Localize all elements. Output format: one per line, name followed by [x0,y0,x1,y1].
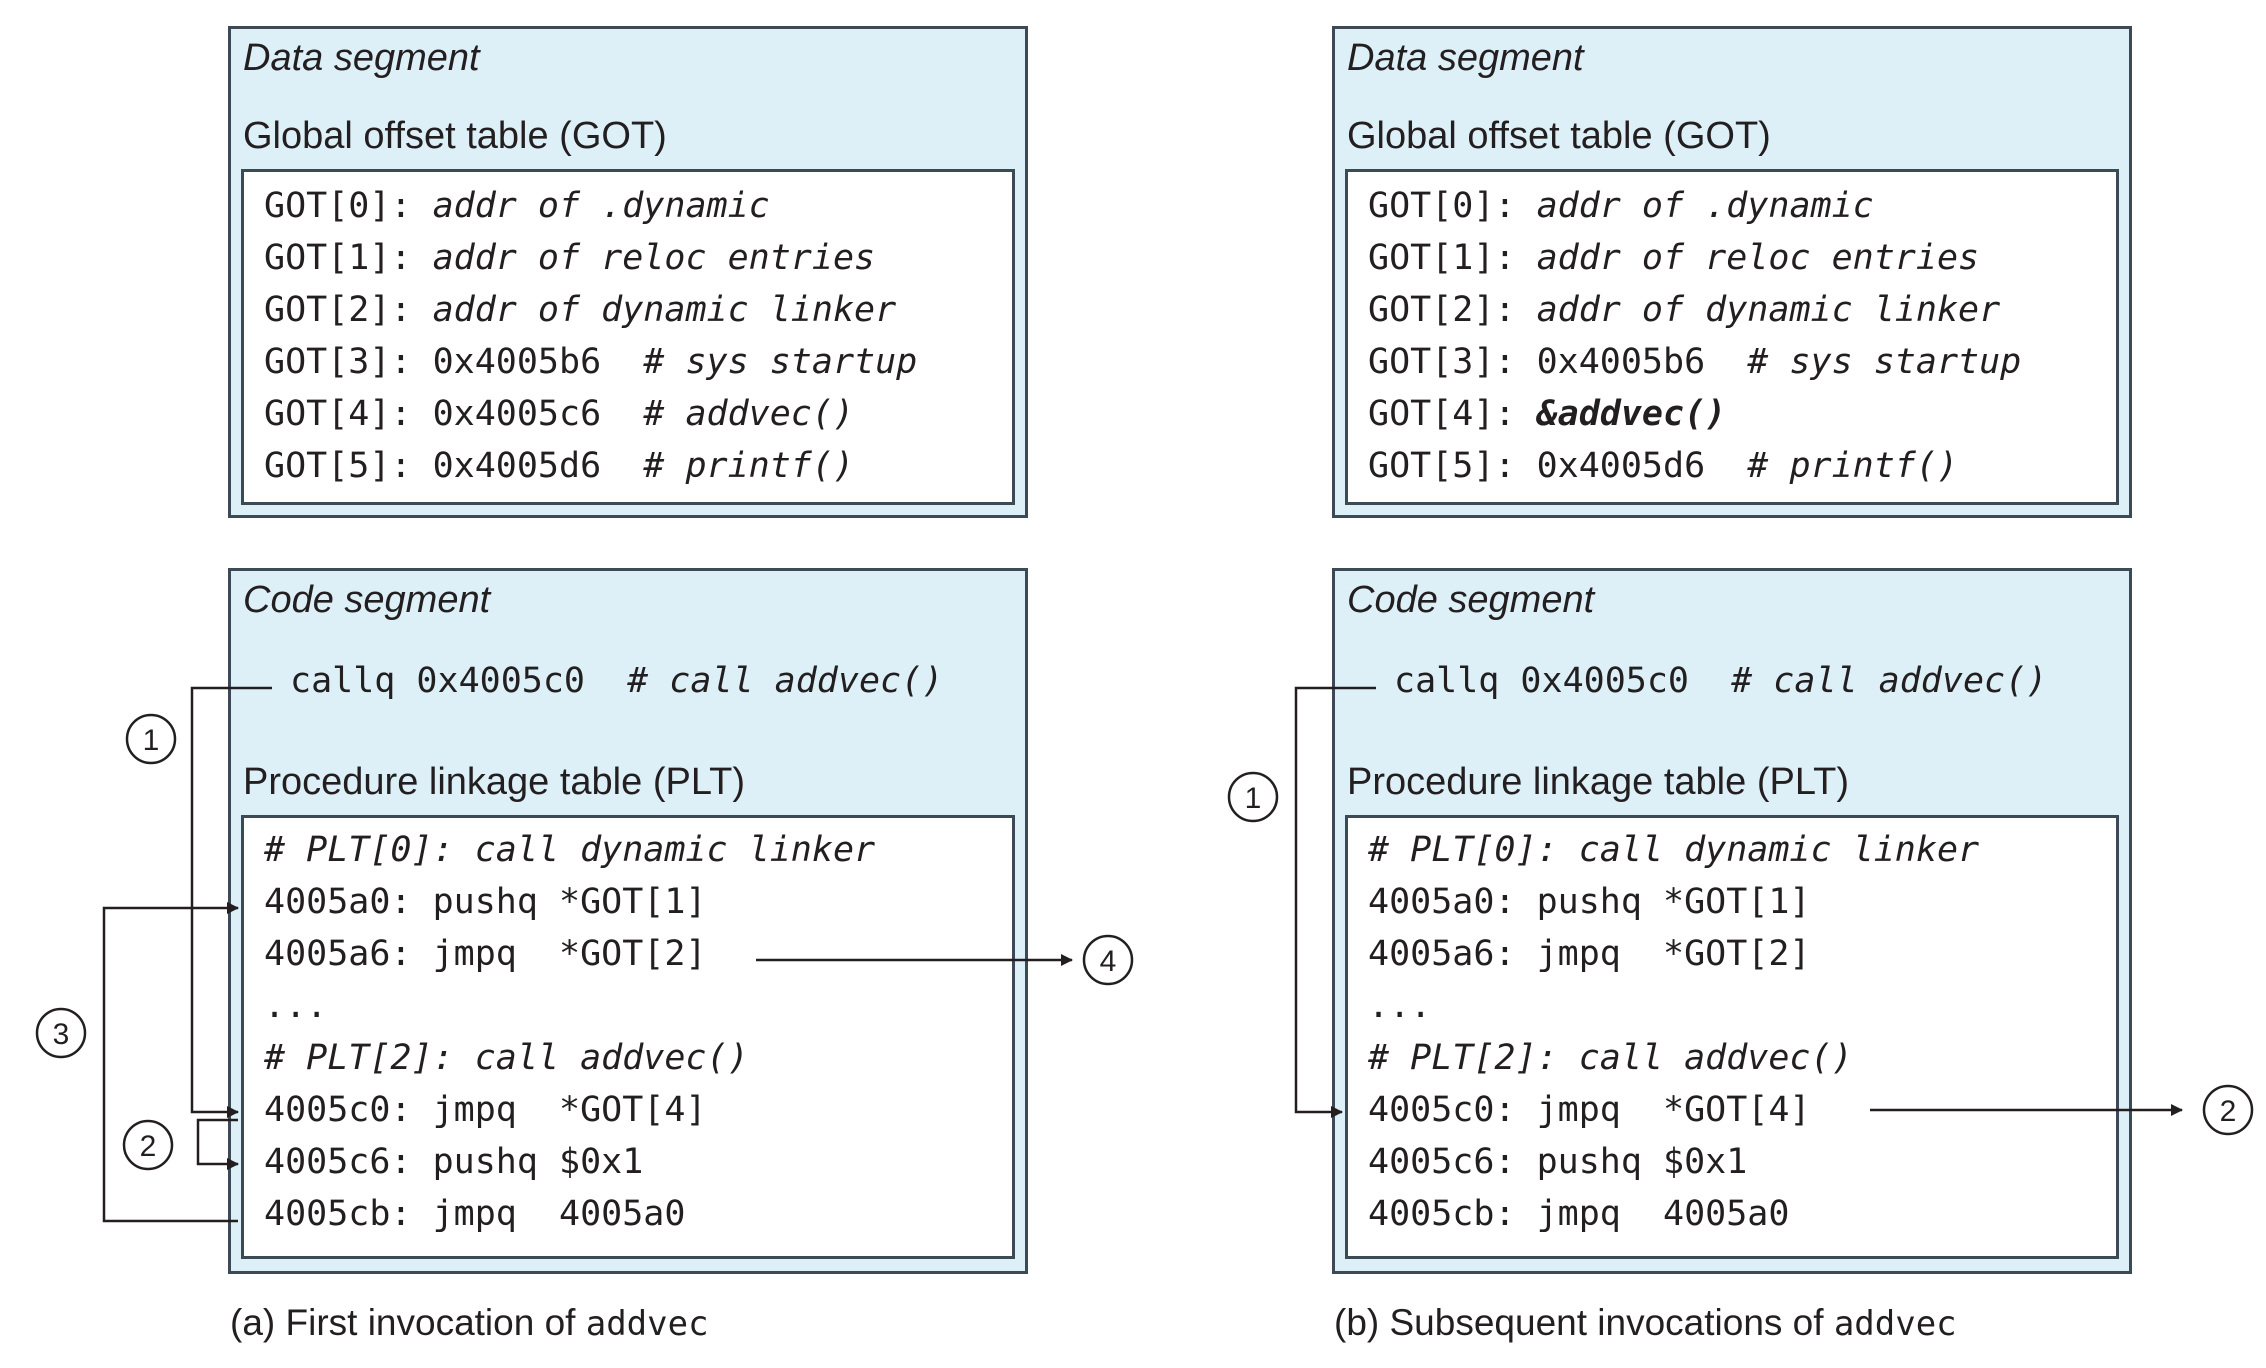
svg-text:4: 4 [1100,945,1117,978]
plt-line-6: 4005c6: pushq $0x1 [1368,1142,1748,1182]
step-badge-b-2: 2 [2202,1084,2254,1136]
code-segment-title: Code segment [1347,579,1595,621]
data-segment-title: Data segment [243,37,480,79]
plt-line-7: 4005cb: jmpq 4005a0 [264,1194,686,1234]
arrow-a-step-3 [102,902,239,1223]
step-badge-a-2: 2 [122,1119,174,1171]
plt-line-0: # PLT[0]: call dynamic linker [1368,830,1980,870]
got-table: GOT[0]: addr of .dynamic GOT[1]: addr of… [241,169,1015,505]
plt-line-2: 4005a6: jmpq *GOT[2] [264,934,707,974]
caption-b: (b) Subsequent invocations of addvec [1334,1302,1957,1344]
step-badge-a-3: 3 [35,1007,87,1059]
plt-title: Procedure linkage table (PLT) [1347,761,1849,803]
plt-line-5: 4005c0: jmpq *GOT[4] [1368,1090,1811,1130]
caption-a: (a) First invocation of addvec [230,1302,709,1344]
panel-a-data-segment: Data segment Global offset table (GOT) G… [228,26,1028,518]
got-entry-0: GOT[0]: addr of .dynamic [1368,186,1874,226]
plt-line-1: 4005a0: pushq *GOT[1] [1368,882,1811,922]
step-badge-a-4: 4 [1082,934,1134,986]
data-segment-title: Data segment [1347,37,1584,79]
got-entry-3: GOT[3]: 0x4005b6 # sys startup [264,342,918,382]
got-entry-1: GOT[1]: addr of reloc entries [264,238,876,278]
plt-line-1: 4005a0: pushq *GOT[1] [264,882,707,922]
got-table: GOT[0]: addr of .dynamic GOT[1]: addr of… [1345,169,2119,505]
got-entry-3: GOT[3]: 0x4005b6 # sys startup [1368,342,2022,382]
arrow-a-step-2 [196,1118,239,1170]
got-entry-2: GOT[2]: addr of dynamic linker [1368,290,2001,330]
plt-line-5: 4005c0: jmpq *GOT[4] [264,1090,707,1130]
got-entry-2: GOT[2]: addr of dynamic linker [264,290,897,330]
step-badge-a-1: 1 [125,713,177,765]
step-badge-b-1: 1 [1227,771,1279,823]
arrow-a-step-1 [190,686,272,1118]
svg-text:1: 1 [143,724,160,757]
got-entry-4: GOT[4]: 0x4005c6 # addvec() [264,394,855,434]
svg-text:3: 3 [53,1018,70,1051]
plt-title: Procedure linkage table (PLT) [243,761,745,803]
plt-table: # PLT[0]: call dynamic linker 4005a0: pu… [241,815,1015,1259]
plt-line-6: 4005c6: pushq $0x1 [264,1142,644,1182]
callq-instruction: callq 0x4005c0 # call addvec() [1394,661,2048,701]
got-entry-5: GOT[5]: 0x4005d6 # printf() [1368,446,1959,486]
got-entry-5: GOT[5]: 0x4005d6 # printf() [264,446,855,486]
callq-instruction: callq 0x4005c0 # call addvec() [290,661,944,701]
svg-text:1: 1 [1245,782,1262,815]
got-title: Global offset table (GOT) [243,115,667,157]
got-entry-0: GOT[0]: addr of .dynamic [264,186,770,226]
plt-line-3: ... [264,986,328,1026]
got-entry-1: GOT[1]: addr of reloc entries [1368,238,1980,278]
plt-line-2: 4005a6: jmpq *GOT[2] [1368,934,1811,974]
panel-b-code-segment: Code segment callq 0x4005c0 # call addve… [1332,568,2132,1274]
plt-line-3: ... [1368,986,1432,1026]
panel-a-code-segment: Code segment callq 0x4005c0 # call addve… [228,568,1028,1274]
plt-table: # PLT[0]: call dynamic linker 4005a0: pu… [1345,815,2119,1259]
panel-b-data-segment: Data segment Global offset table (GOT) G… [1332,26,2132,518]
got-entry-4: GOT[4]: &addvec() [1368,394,1727,434]
code-segment-title: Code segment [243,579,491,621]
plt-line-7: 4005cb: jmpq 4005a0 [1368,1194,1790,1234]
svg-text:2: 2 [140,1130,157,1163]
plt-line-4: # PLT[2]: call addvec() [264,1038,749,1078]
arrow-b-step-1 [1294,686,1376,1118]
plt-line-0: # PLT[0]: call dynamic linker [264,830,876,870]
plt-line-4: # PLT[2]: call addvec() [1368,1038,1853,1078]
svg-text:2: 2 [2220,1095,2237,1128]
got-title: Global offset table (GOT) [1347,115,1771,157]
